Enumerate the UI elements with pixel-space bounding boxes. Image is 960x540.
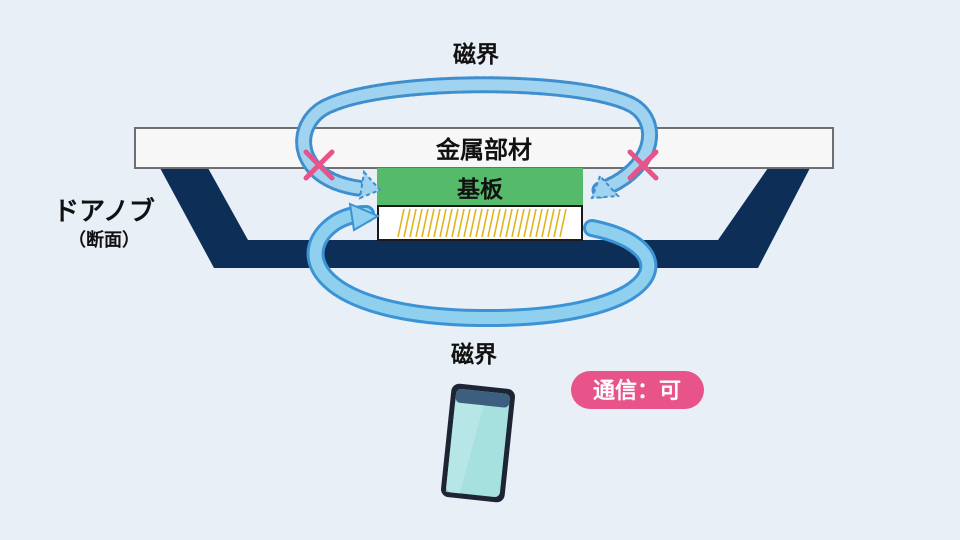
coil-icon — [397, 208, 567, 238]
coil-line — [445, 208, 453, 238]
metal-part-plate — [134, 127, 834, 169]
coil-line — [409, 208, 417, 238]
coil-line — [493, 208, 501, 238]
cross-mark-icon-left — [303, 149, 335, 181]
coil-line — [499, 208, 507, 238]
coil-line — [397, 208, 405, 238]
coil-line — [451, 208, 459, 238]
coil-line — [463, 208, 471, 238]
coil-line — [433, 208, 441, 238]
coil-line — [529, 208, 537, 238]
door-knob-label: ドアノブ — [53, 196, 155, 227]
coil-line — [559, 208, 567, 238]
cross-mark-icon-right — [627, 149, 659, 181]
board-label: 基板 — [457, 177, 504, 203]
field-arrowhead-active — [348, 202, 381, 232]
coil-line — [469, 208, 477, 238]
coil-line — [511, 208, 519, 238]
coil-line — [427, 208, 435, 238]
coil-line — [481, 208, 489, 238]
coil-line — [403, 208, 411, 238]
coil-line — [439, 208, 447, 238]
coil-line — [415, 208, 423, 238]
coil-line — [421, 208, 429, 238]
smartphone-icon — [441, 383, 515, 503]
status-badge-label: 通信：可 — [593, 378, 681, 404]
cross-section-label: （断面） — [68, 229, 140, 251]
coil-line — [517, 208, 525, 238]
status-badge — [571, 371, 704, 409]
coil-line — [487, 208, 495, 238]
coil-line — [505, 208, 513, 238]
magnetic-field-blocked-loop-inner — [298, 79, 655, 196]
circuit-board — [377, 168, 583, 206]
coil-line — [541, 208, 549, 238]
magnetic-field-active-loop-inner — [309, 208, 655, 325]
field-arrowhead-right — [590, 174, 621, 200]
field-label-top: 磁界 — [453, 41, 499, 68]
metal-part-label: 金属部材 — [435, 136, 532, 164]
coil-line — [553, 208, 561, 238]
coil-line — [475, 208, 483, 238]
field-label-bottom: 磁界 — [451, 341, 497, 368]
field-arrowhead-left — [358, 169, 382, 200]
coil-line — [547, 208, 555, 238]
coil-line — [457, 208, 465, 238]
coil-line — [535, 208, 543, 238]
coil-line — [523, 208, 531, 238]
